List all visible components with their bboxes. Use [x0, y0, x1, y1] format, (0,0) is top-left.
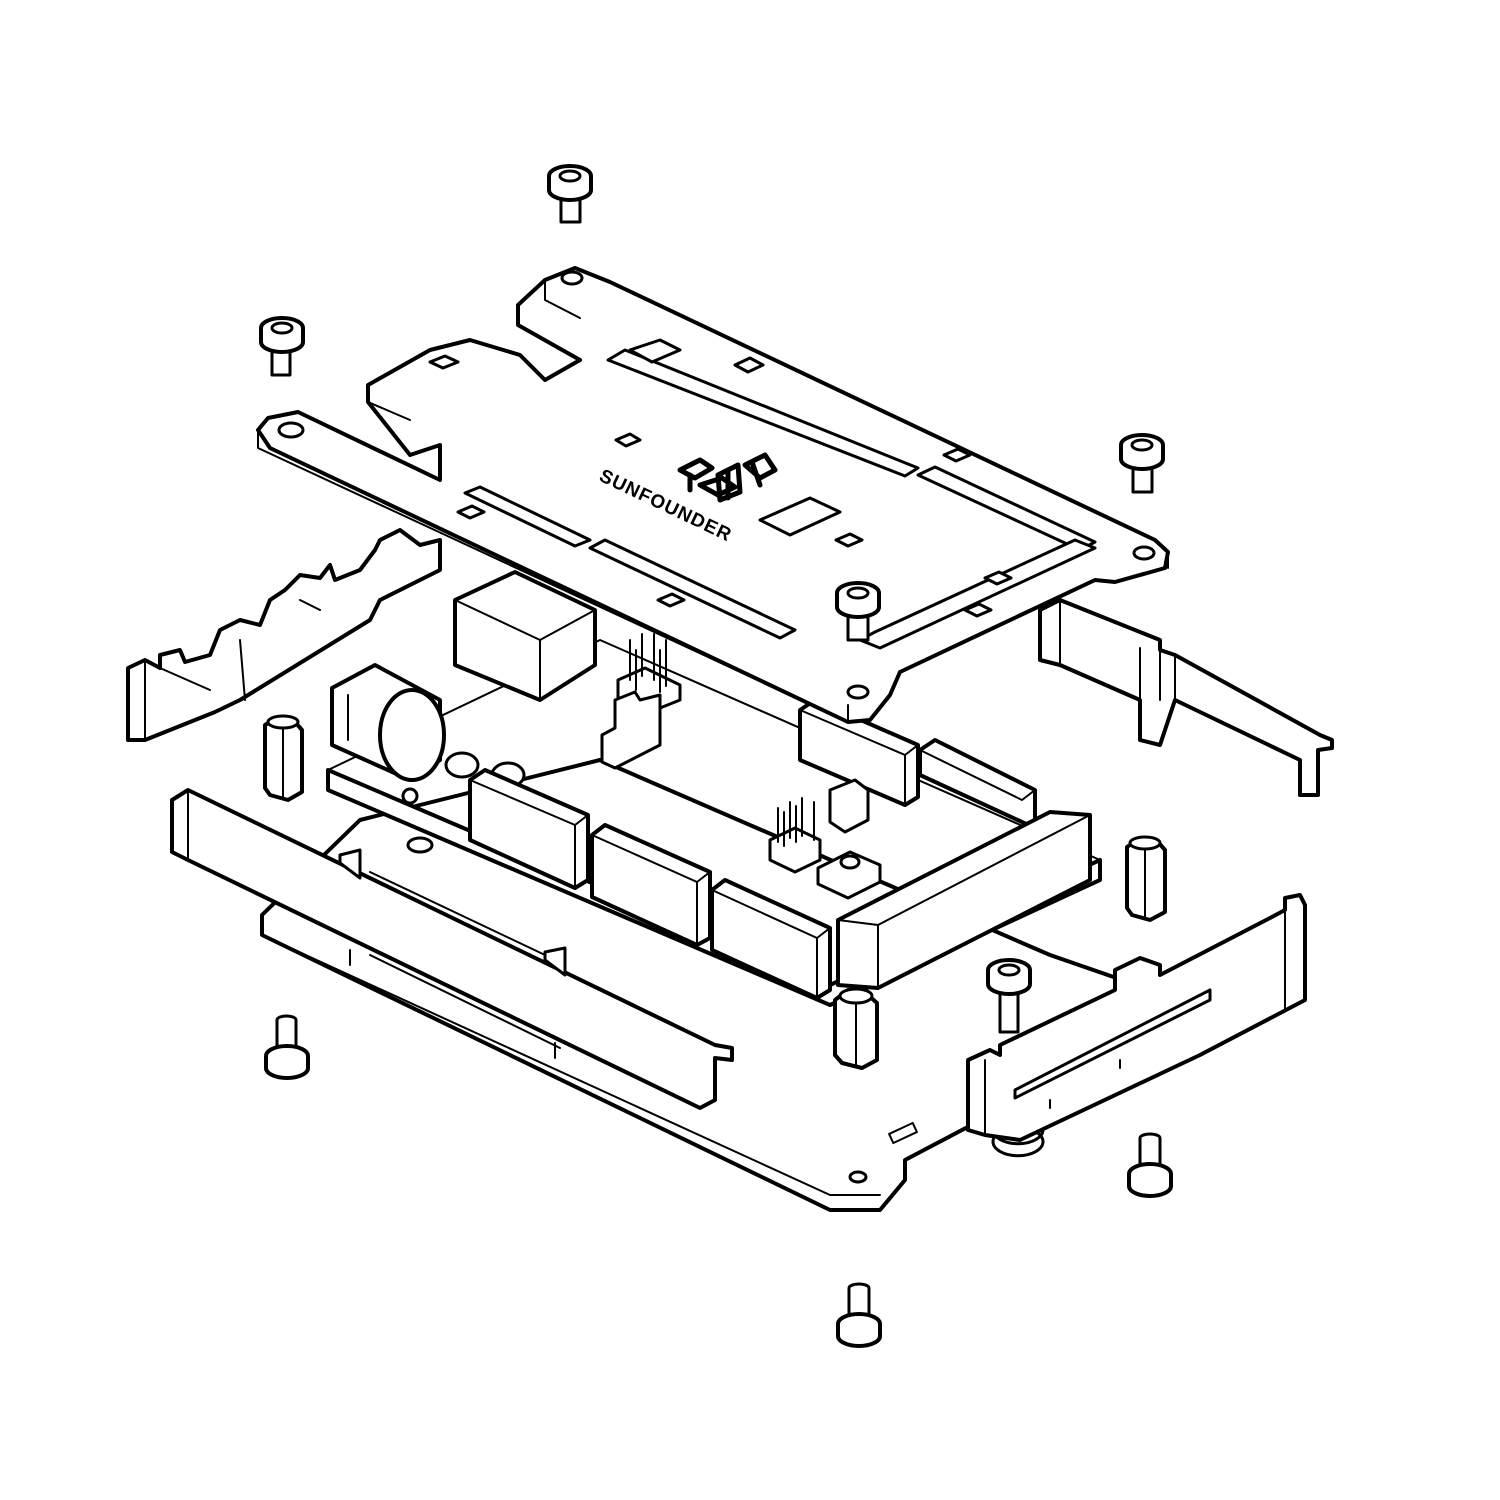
bottom-plate [260, 758, 1182, 1212]
arduino-board [326, 570, 1102, 1007]
back-left-wall [126, 528, 442, 742]
screw-top-front [835, 581, 881, 642]
screw-bottom-right [1127, 1132, 1173, 1198]
mount-hole [277, 421, 305, 439]
standoff-right [1125, 835, 1167, 922]
screw-top-center [547, 164, 593, 224]
mount-hole [846, 684, 870, 700]
screw-top-right [1119, 433, 1165, 494]
icsp-header [768, 797, 822, 874]
header-strip-3 [710, 878, 832, 1000]
capacitor [444, 751, 480, 779]
back-right-wall [1038, 598, 1334, 797]
top-plate: SUNFOUNDER [256, 266, 1170, 724]
standoff-front [833, 987, 879, 1070]
mount-hole [1132, 545, 1156, 561]
screw-bottom-left [264, 1014, 310, 1080]
mount-hole [560, 270, 584, 286]
front-side-wall [170, 788, 734, 1110]
standoff-left [263, 714, 304, 802]
usb-connector [453, 570, 597, 702]
window-cutout [758, 496, 842, 537]
double-header [836, 810, 1092, 990]
reset-button [816, 850, 882, 900]
bottom-plate-corner-hole [848, 1170, 868, 1184]
screw-top-left [259, 316, 305, 377]
header-strip-1 [468, 768, 590, 890]
front-right-wall [966, 893, 1307, 1142]
side-bracket [600, 690, 662, 770]
screw-bottom-center [836, 1282, 882, 1348]
sunfounder-logo [677, 452, 778, 503]
header-strip-5 [918, 738, 1037, 830]
screw-mid-right [986, 958, 1032, 1034]
power-jack [330, 663, 446, 782]
